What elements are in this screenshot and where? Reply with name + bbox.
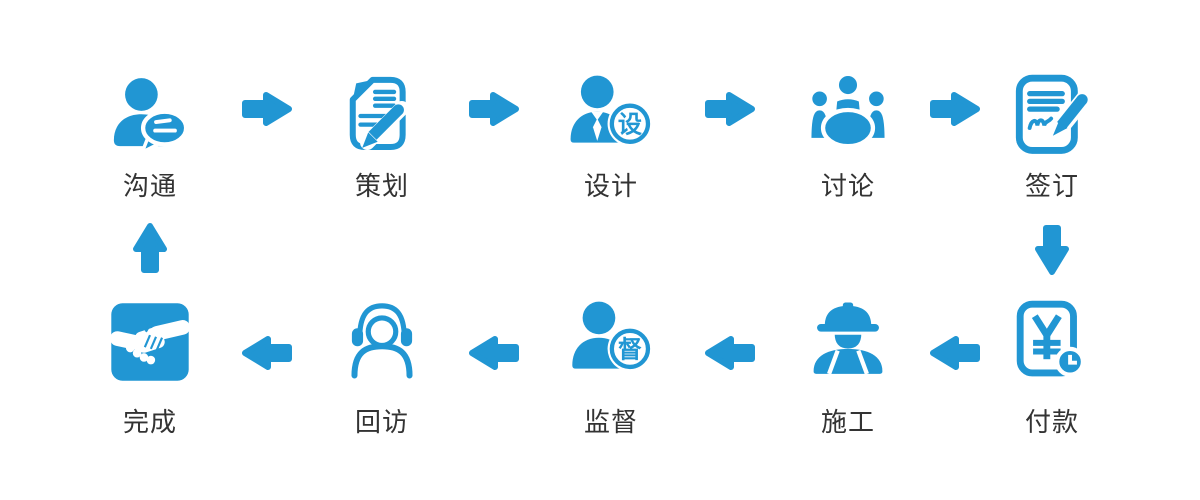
- person-chat-icon: [104, 70, 196, 162]
- document-pencil-icon: [336, 70, 428, 162]
- headset-support-icon: [336, 296, 428, 388]
- flow-arrow-left-icon: [929, 334, 981, 372]
- meeting-group-icon: [802, 70, 894, 162]
- payment-clock-icon: [1006, 296, 1098, 388]
- step-payment: 付款: [972, 296, 1132, 439]
- step-label: 完成: [122, 408, 177, 438]
- supervisor-person-badge-icon: 督: [565, 296, 657, 388]
- flow-arrow-down-icon: [1033, 224, 1071, 276]
- step-label: 策划: [354, 172, 409, 202]
- construction-worker-icon: [802, 296, 894, 388]
- step-label: 讨论: [820, 172, 875, 202]
- step-label: 签订: [1024, 172, 1079, 202]
- flow-arrow-left-icon: [468, 334, 520, 372]
- design-badge-char: 设: [618, 110, 642, 138]
- step-label: 沟通: [122, 172, 177, 202]
- step-completion: 完成: [70, 296, 230, 439]
- flow-arrow-left-icon: [241, 334, 293, 372]
- contract-sign-icon: [1006, 70, 1098, 162]
- flow-arrow-right-icon: [704, 90, 756, 128]
- flow-arrow-right-icon: [241, 90, 293, 128]
- handshake-icon: [104, 296, 196, 388]
- designer-person-badge-icon: 设: [565, 70, 657, 162]
- flow-arrow-up-icon: [131, 222, 169, 274]
- step-construction: 施工: [768, 296, 928, 439]
- step-follow-up: 回访: [302, 296, 462, 439]
- flow-arrow-left-icon: [704, 334, 756, 372]
- step-design: 设 设计: [531, 70, 691, 203]
- step-label: 监督: [583, 408, 638, 438]
- step-label: 施工: [820, 408, 875, 438]
- step-supervision: 督 监督: [531, 296, 691, 439]
- supervision-badge-char: 督: [618, 335, 642, 363]
- step-communication: 沟通: [70, 70, 230, 203]
- step-label: 设计: [583, 172, 638, 202]
- step-signing: 签订: [972, 70, 1132, 203]
- flow-arrow-right-icon: [929, 90, 981, 128]
- step-discussion: 讨论: [768, 70, 928, 203]
- step-label: 付款: [1024, 408, 1079, 438]
- step-planning: 策划: [302, 70, 462, 203]
- step-label: 回访: [354, 408, 409, 438]
- flow-arrow-right-icon: [468, 90, 520, 128]
